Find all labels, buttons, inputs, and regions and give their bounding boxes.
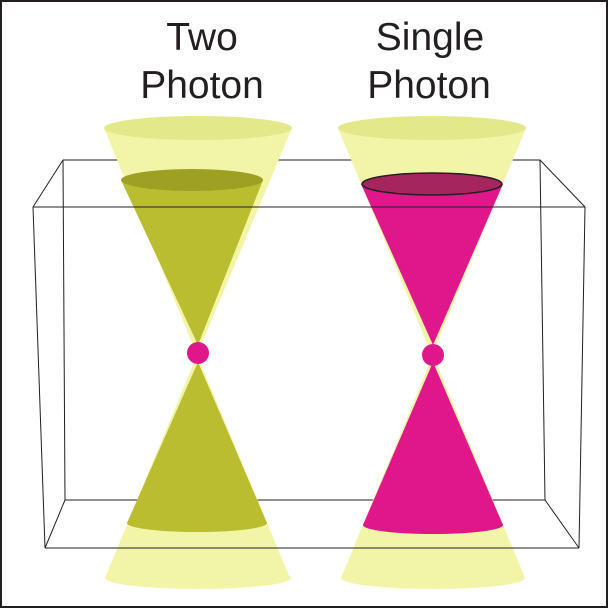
two-photon-lower-olive-cone: [127, 362, 267, 523]
single-photon-upper-magenta-ellipse: [361, 172, 503, 196]
single-photon-bottom-aperture: [341, 567, 525, 589]
sample-box: [32, 159, 586, 549]
two-photon-upper-olive-ellipse: [121, 169, 263, 191]
box-back-left: [62, 159, 66, 501]
single-photon-top-aperture: [338, 116, 526, 140]
single-photon-label-line2: Photon: [367, 64, 491, 107]
single-photon-beam: [338, 116, 526, 589]
single-photon-lower-magenta-cone: [363, 362, 503, 525]
sample-box-front: [33, 206, 585, 549]
single-photon-lower-magenta-ellipse: [363, 516, 503, 534]
two-photon-focal-spot: [187, 342, 209, 364]
two-photon-top-aperture: [104, 116, 292, 140]
two-photon-label-line2: Photon: [140, 64, 264, 107]
box-back-top: [32, 159, 586, 208]
two-photon-beam: [104, 116, 292, 589]
box-back-bottom: [44, 499, 580, 549]
single-photon-label-line1: Single: [376, 16, 484, 59]
two-photon-lower-olive-ellipse: [127, 514, 267, 532]
single-photon-focal-spot: [422, 344, 444, 366]
box-right-edge: [578, 206, 586, 549]
two-photon-label-line1: Two: [166, 16, 238, 59]
single-photon-upper-magenta-cone: [361, 184, 503, 345]
two-photon-upper-olive-cone: [121, 180, 263, 345]
two-photon-bottom-aperture: [105, 567, 291, 589]
box-left-edge: [32, 206, 46, 549]
box-back-right: [539, 159, 546, 501]
